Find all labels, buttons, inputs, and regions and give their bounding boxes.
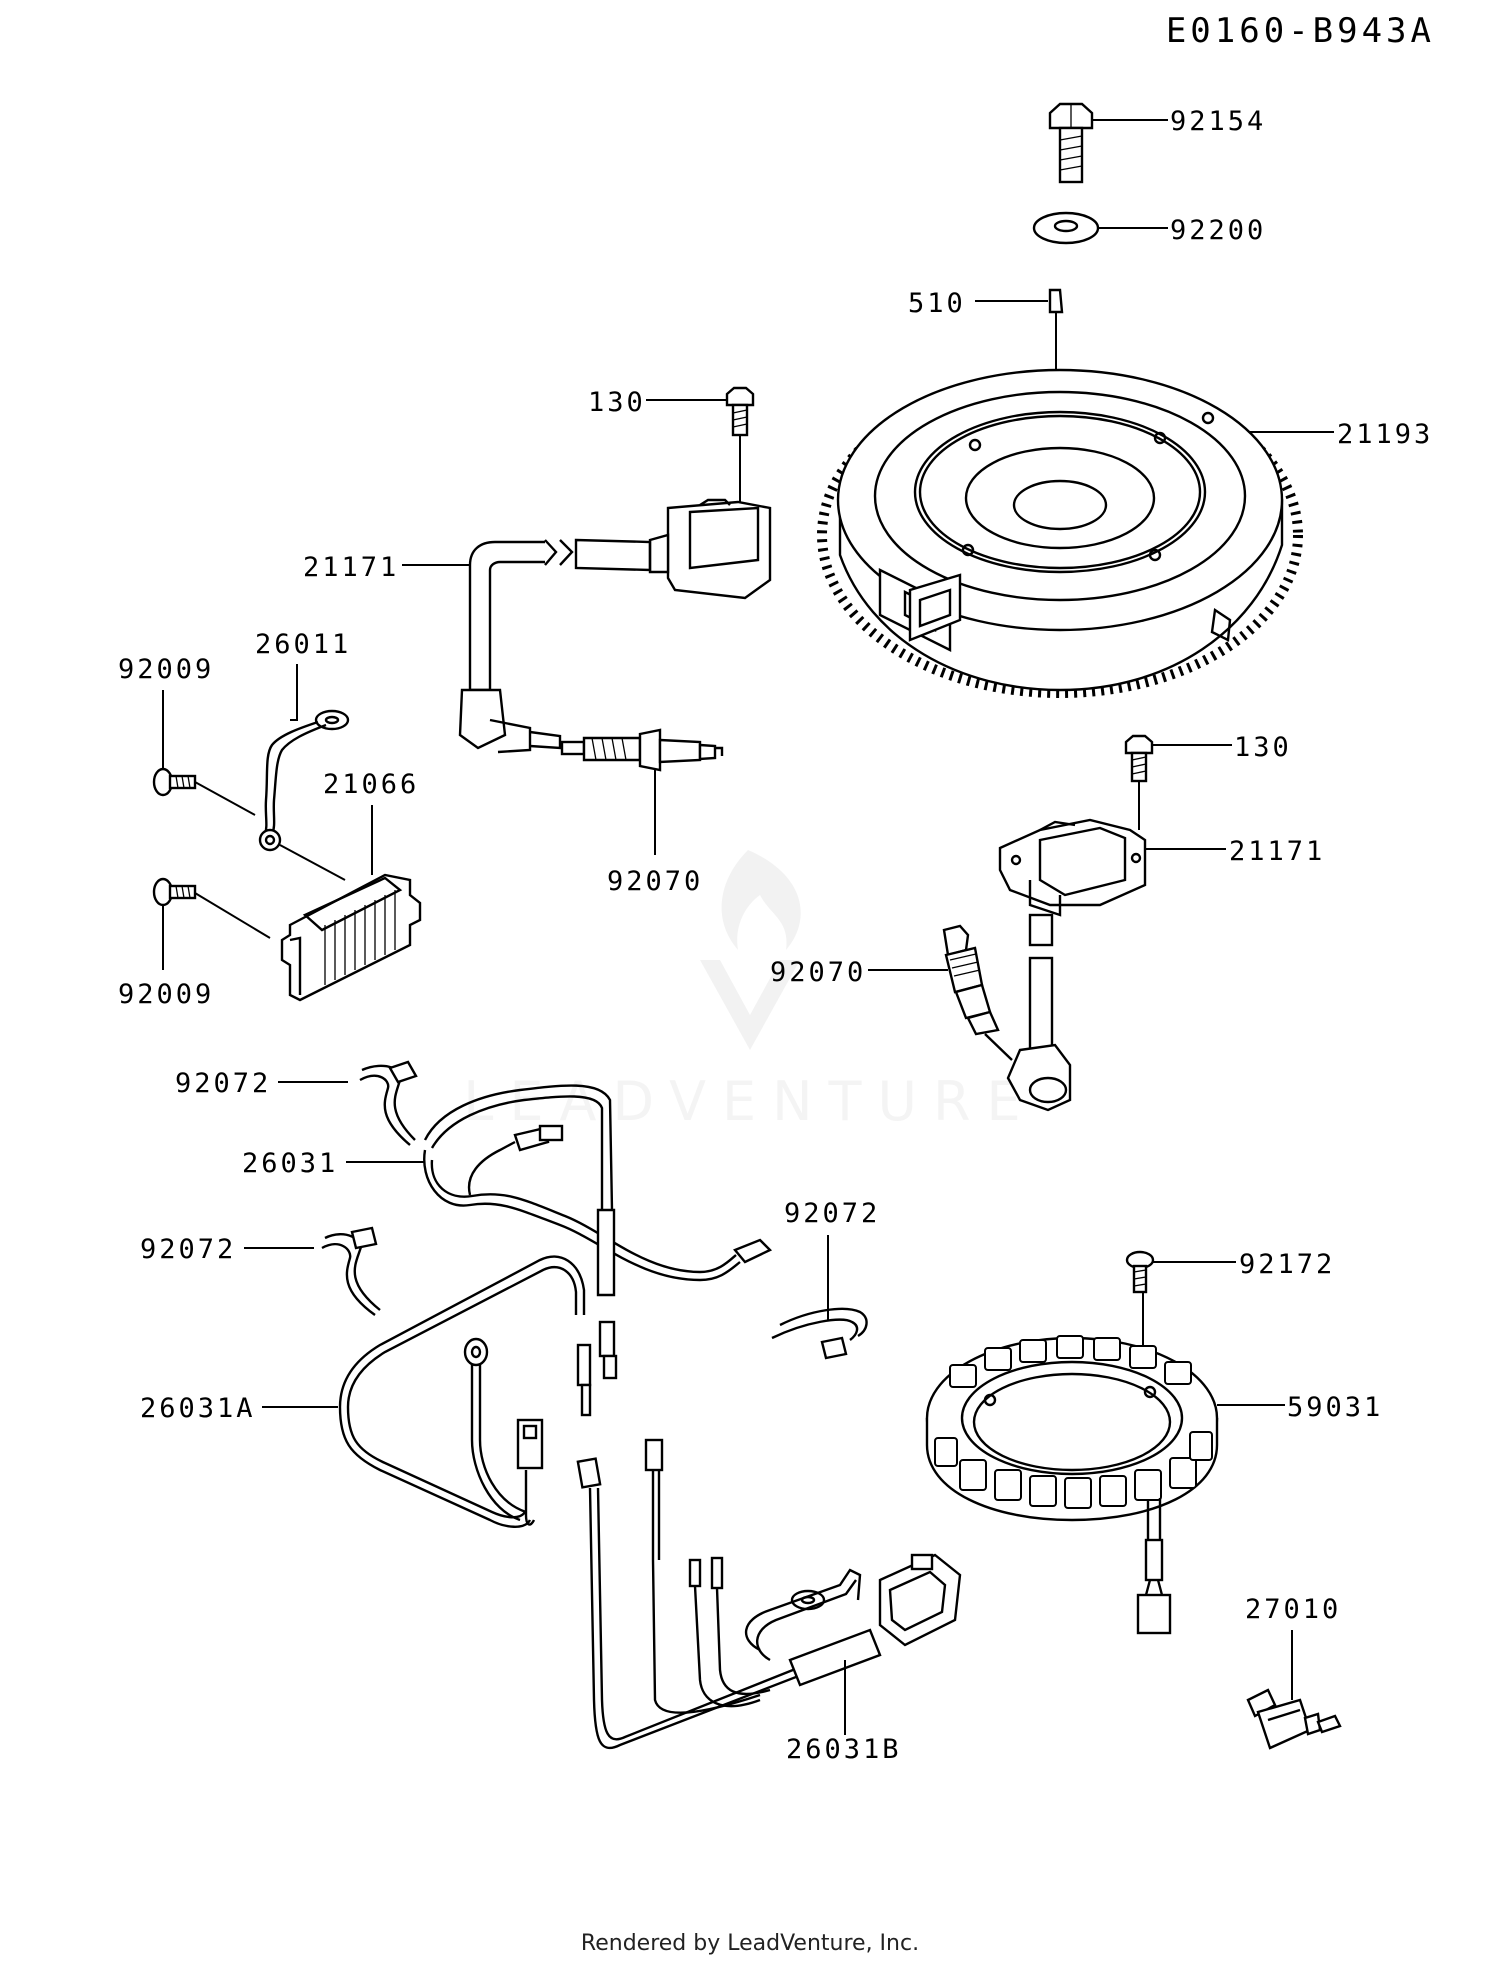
callout-92172: 92172 [1239, 1249, 1335, 1280]
bolt-reg-bottom-icon [152, 877, 197, 907]
callout-92154: 92154 [1170, 106, 1266, 137]
callout-26031A: 26031A [140, 1393, 256, 1424]
ignition-coil-1-icon [458, 498, 772, 754]
callout-92200: 92200 [1170, 215, 1266, 246]
callout-130-a: 130 [588, 387, 646, 418]
diagram-code: E0160-B943A [1166, 11, 1435, 51]
callout-92070-a: 92070 [607, 866, 703, 897]
callout-26011: 26011 [255, 629, 351, 660]
spark-plug-1-icon [560, 728, 724, 772]
callout-21066: 21066 [323, 769, 419, 800]
clamp-2-icon [321, 1226, 381, 1316]
watermark-text: LEADVENTURE [463, 1070, 1036, 1133]
callout-92070-b: 92070 [770, 957, 866, 988]
callout-59031: 59031 [1287, 1392, 1383, 1423]
callout-92072-a: 92072 [175, 1068, 271, 1099]
callout-510: 510 [908, 288, 966, 319]
bolt-coil-1-icon [725, 386, 755, 437]
watermark: LEADVENTURE [463, 850, 1036, 1133]
flywheel-icon [817, 368, 1303, 698]
callout-21171-a: 21171 [303, 552, 399, 583]
bolt-reg-top-icon [152, 767, 197, 797]
harness-26031-icon [423, 1084, 773, 1380]
key-icon [1048, 288, 1064, 314]
callout-92009-a: 92009 [118, 654, 214, 685]
clamp-3-icon [771, 1307, 868, 1360]
callout-130-b: 130 [1234, 732, 1292, 763]
oil-switch-icon [1246, 1688, 1342, 1750]
spark-plug-2-icon [942, 924, 1013, 1061]
callout-92072-b: 92072 [140, 1234, 236, 1265]
stator-icon [925, 1335, 1219, 1635]
regulator-icon [280, 873, 422, 1002]
callout-92009-b: 92009 [118, 979, 214, 1010]
harness-26031A-icon [338, 1255, 592, 1528]
callout-92072-c: 92072 [784, 1198, 880, 1229]
harness-26031B-icon [576, 1438, 962, 1750]
footer-credit: Rendered by LeadVenture, Inc. [581, 1931, 919, 1956]
washer-icon [1032, 211, 1100, 245]
ground-lead-icon [258, 709, 350, 852]
callout-26031B: 26031B [786, 1734, 902, 1765]
screw-stator-icon [1125, 1250, 1155, 1294]
callout-21171-b: 21171 [1229, 836, 1325, 867]
bolt-coil-2-icon [1124, 734, 1154, 783]
ignition-coil-2-icon [998, 818, 1147, 1112]
callout-26031: 26031 [242, 1148, 338, 1179]
clamp-1-icon [359, 1060, 418, 1146]
callout-21193: 21193 [1337, 419, 1433, 450]
bolt-top-icon [1048, 102, 1094, 184]
callout-27010: 27010 [1245, 1594, 1341, 1625]
watermark-flame-icon [700, 850, 801, 1050]
